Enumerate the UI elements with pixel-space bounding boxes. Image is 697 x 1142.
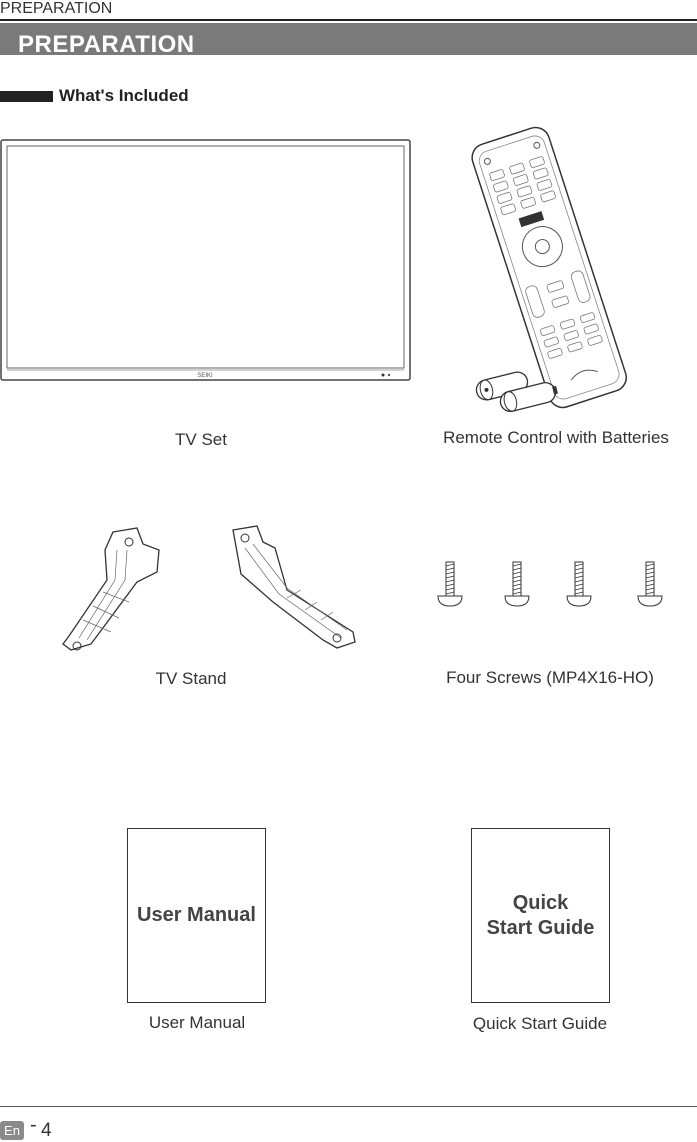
top-rule <box>0 19 697 21</box>
remote-control-caption: Remote Control with Batteries <box>443 428 669 447</box>
section-banner <box>0 23 697 55</box>
bottom-rule <box>0 1106 697 1107</box>
screws-caption: Four Screws (MP4X16-HO) <box>446 668 654 687</box>
section-marker <box>0 91 53 102</box>
page-dash: - <box>30 1114 37 1136</box>
user-manual-cover-text: User Manual <box>137 904 256 926</box>
quick-start-guide-caption: Quick Start Guide <box>472 1014 608 1033</box>
tv-logo: SEIKI <box>197 373 213 379</box>
screws-illustration <box>437 561 663 607</box>
screw-icon <box>504 561 530 607</box>
quick-start-guide-booklet: Quick Start Guide <box>471 828 610 1003</box>
screw-icon <box>566 561 592 607</box>
page-number: 4 <box>41 1120 52 1141</box>
section-title: What's Included <box>59 86 189 105</box>
screw-icon <box>637 561 663 607</box>
tv-set-illustration: SEIKI <box>0 139 411 381</box>
user-manual-caption: User Manual <box>148 1013 246 1032</box>
banner-title: PREPARATION <box>18 31 195 58</box>
language-badge: En <box>0 1121 24 1140</box>
remote-control-illustration <box>471 126 627 413</box>
user-manual-booklet: User Manual <box>127 828 266 1003</box>
tv-set-caption: TV Set <box>175 430 227 449</box>
tv-stand-caption: TV Stand <box>155 669 227 688</box>
quick-start-guide-cover-text: Quick Start Guide <box>486 891 595 939</box>
screw-icon <box>437 561 463 607</box>
running-head: PREPARATION <box>0 0 113 17</box>
batteries-illustration <box>475 371 558 413</box>
tv-stand-illustration <box>62 525 356 651</box>
